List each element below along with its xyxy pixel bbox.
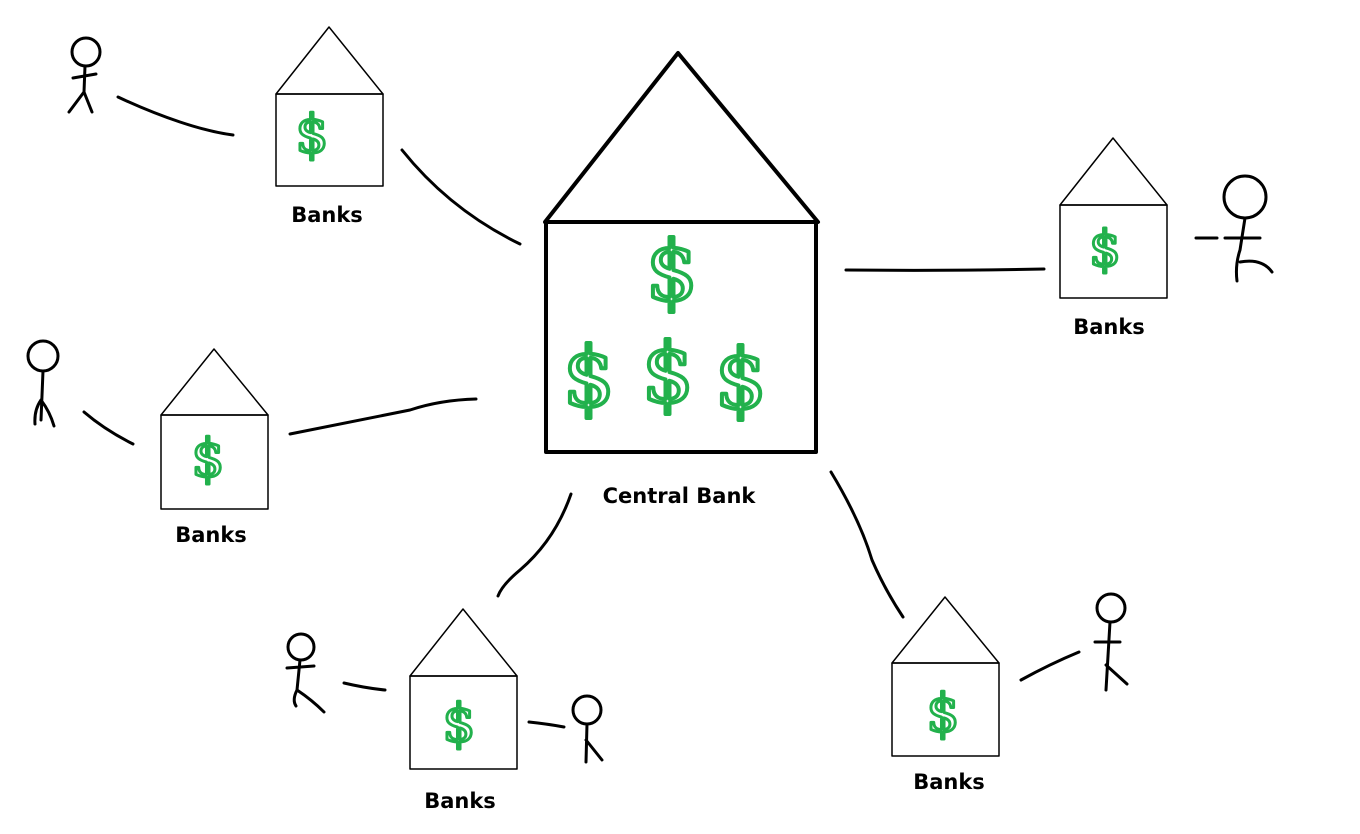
person-link	[118, 97, 233, 135]
bank-roof	[410, 609, 517, 676]
connector-line	[846, 269, 1044, 270]
bank-node: $ Banks	[410, 609, 517, 813]
money-symbol: $	[642, 327, 694, 422]
bank-body	[276, 94, 383, 186]
central-bank: $ $ $ $ Central Bank	[545, 53, 818, 508]
money-symbol: $	[191, 429, 224, 489]
person-icon	[69, 38, 100, 112]
money-symbol: $	[563, 331, 615, 426]
bank-node: $ Banks	[1060, 138, 1167, 339]
money-symbol: $	[295, 105, 328, 165]
person-icon	[573, 696, 602, 762]
bank-roof	[1060, 138, 1167, 205]
money-symbol: $	[1089, 220, 1121, 278]
connector-line	[402, 150, 520, 244]
central-bank-roof	[545, 53, 818, 222]
money-symbol: $	[715, 333, 767, 428]
person-icon	[287, 634, 324, 712]
connector-line	[290, 399, 476, 434]
connector-line	[831, 472, 903, 617]
bank-node: $ Banks	[276, 27, 383, 227]
person-icon	[1095, 594, 1127, 690]
bank-label: Banks	[424, 789, 496, 813]
person-link	[529, 722, 564, 727]
bank-label: Banks	[291, 203, 363, 227]
person-link	[84, 412, 133, 444]
person-icon	[1224, 176, 1272, 281]
money-symbol: $	[442, 694, 475, 754]
person-link	[1021, 652, 1079, 680]
bank-label: Banks	[175, 523, 247, 547]
bank-label: Banks	[1073, 315, 1145, 339]
connector-line	[498, 494, 571, 596]
person-icon	[28, 341, 58, 426]
person-link	[344, 683, 385, 690]
bank-node: $ Banks	[161, 349, 268, 547]
money-symbol: $	[646, 225, 698, 320]
bank-roof	[892, 597, 999, 663]
bank-label: Banks	[913, 770, 985, 794]
bank-roof	[161, 349, 268, 415]
central-bank-label: Central Bank	[603, 484, 757, 508]
bank-roof	[276, 27, 383, 94]
money-symbol: $	[926, 684, 959, 744]
bank-node: $ Banks	[892, 597, 999, 794]
